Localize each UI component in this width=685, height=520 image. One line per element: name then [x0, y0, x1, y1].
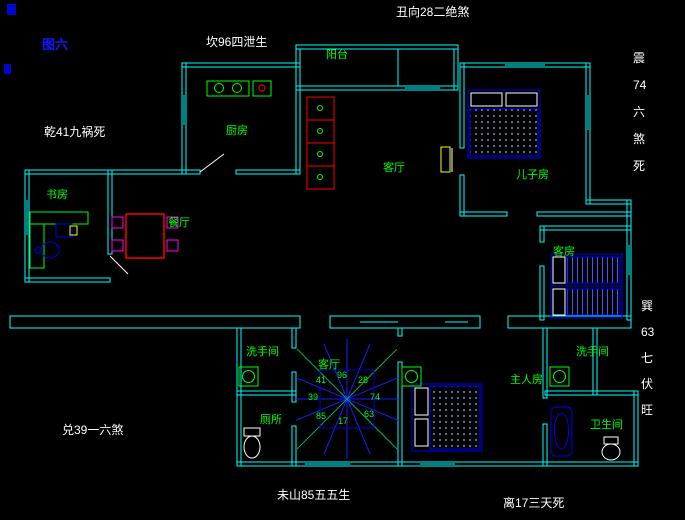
- annotation-zhen-char-3: 煞: [633, 132, 646, 146]
- annotation-xun-char-2: 七: [641, 351, 654, 365]
- compass-number-63: 63: [364, 409, 375, 419]
- compass-number-17: 17: [338, 416, 349, 426]
- compass-star: [296, 339, 398, 459]
- annotation-qian: 乾41九祸死: [44, 125, 106, 139]
- tv: [440, 146, 451, 173]
- annotation-zhen-char-0: 震: [633, 51, 646, 65]
- compass-number-85: 85: [316, 411, 327, 421]
- room-label-guest: 客房: [553, 246, 575, 258]
- room-label-bathroom: 卫生间: [590, 419, 623, 431]
- walls: [9, 44, 639, 467]
- annotation-xun-char-1: 63: [641, 325, 655, 339]
- annotation-xun-char-4: 旺: [641, 403, 654, 417]
- annotation-xun-char-3: 伏: [641, 377, 654, 391]
- annotation-zhen-char-2: 六: [633, 105, 646, 119]
- annotation-wei: 未山85五五生: [277, 488, 351, 502]
- door-leaf-icon: [440, 146, 451, 173]
- annotation-chou: 丑向28二绝煞: [396, 5, 470, 19]
- sofa: [306, 96, 335, 190]
- room-label-toilet: 厕所: [260, 414, 282, 426]
- room-label-balcony: 阳台: [326, 49, 348, 61]
- annotation-kan: 坎96四泄生: [206, 35, 268, 49]
- door-leaves: [109, 148, 453, 275]
- guest-beds: [550, 253, 623, 319]
- room-label-master: 主人房: [510, 374, 543, 386]
- annotation-zhen-char-4: 死: [633, 159, 646, 173]
- toilet-left: [243, 427, 261, 459]
- room-label-kitchen: 厨房: [226, 125, 248, 137]
- room-label-study: 书房: [46, 189, 68, 201]
- master-bed: [411, 383, 483, 452]
- bathtub: [550, 406, 573, 457]
- cad-artifacts: [4, 4, 16, 74]
- room-label-stair-hall: 客厅: [318, 359, 340, 371]
- sink-basins: [238, 366, 570, 387]
- stove: [206, 80, 250, 97]
- room-label-son: 儿子房: [516, 169, 549, 181]
- annotation-dui: 兑39一六煞: [62, 423, 124, 437]
- room-label-living: 客厅: [383, 162, 405, 174]
- study-desk: [29, 211, 89, 269]
- toilet-right: [601, 436, 621, 461]
- compass-number-39: 39: [308, 392, 319, 402]
- annotation-xun-char-0: 巽: [641, 299, 654, 313]
- figure-label: 图六: [42, 37, 69, 52]
- room-label-dining: 餐厅: [168, 217, 190, 229]
- kitchen-sink: [252, 80, 272, 97]
- son-bed: [467, 89, 541, 159]
- annotation-zhen-char-1: 74: [633, 78, 647, 92]
- compass-number-96: 96: [337, 370, 348, 380]
- room-label-washroom-right: 洗手间: [576, 346, 609, 358]
- annotation-li: 离17三天死: [503, 496, 565, 510]
- compass-number-41: 41: [316, 375, 327, 385]
- dining-table: [111, 213, 179, 259]
- room-label-washroom-left: 洗手间: [246, 346, 279, 358]
- compass-number-74: 74: [370, 392, 381, 402]
- compass-number-28: 28: [358, 375, 369, 385]
